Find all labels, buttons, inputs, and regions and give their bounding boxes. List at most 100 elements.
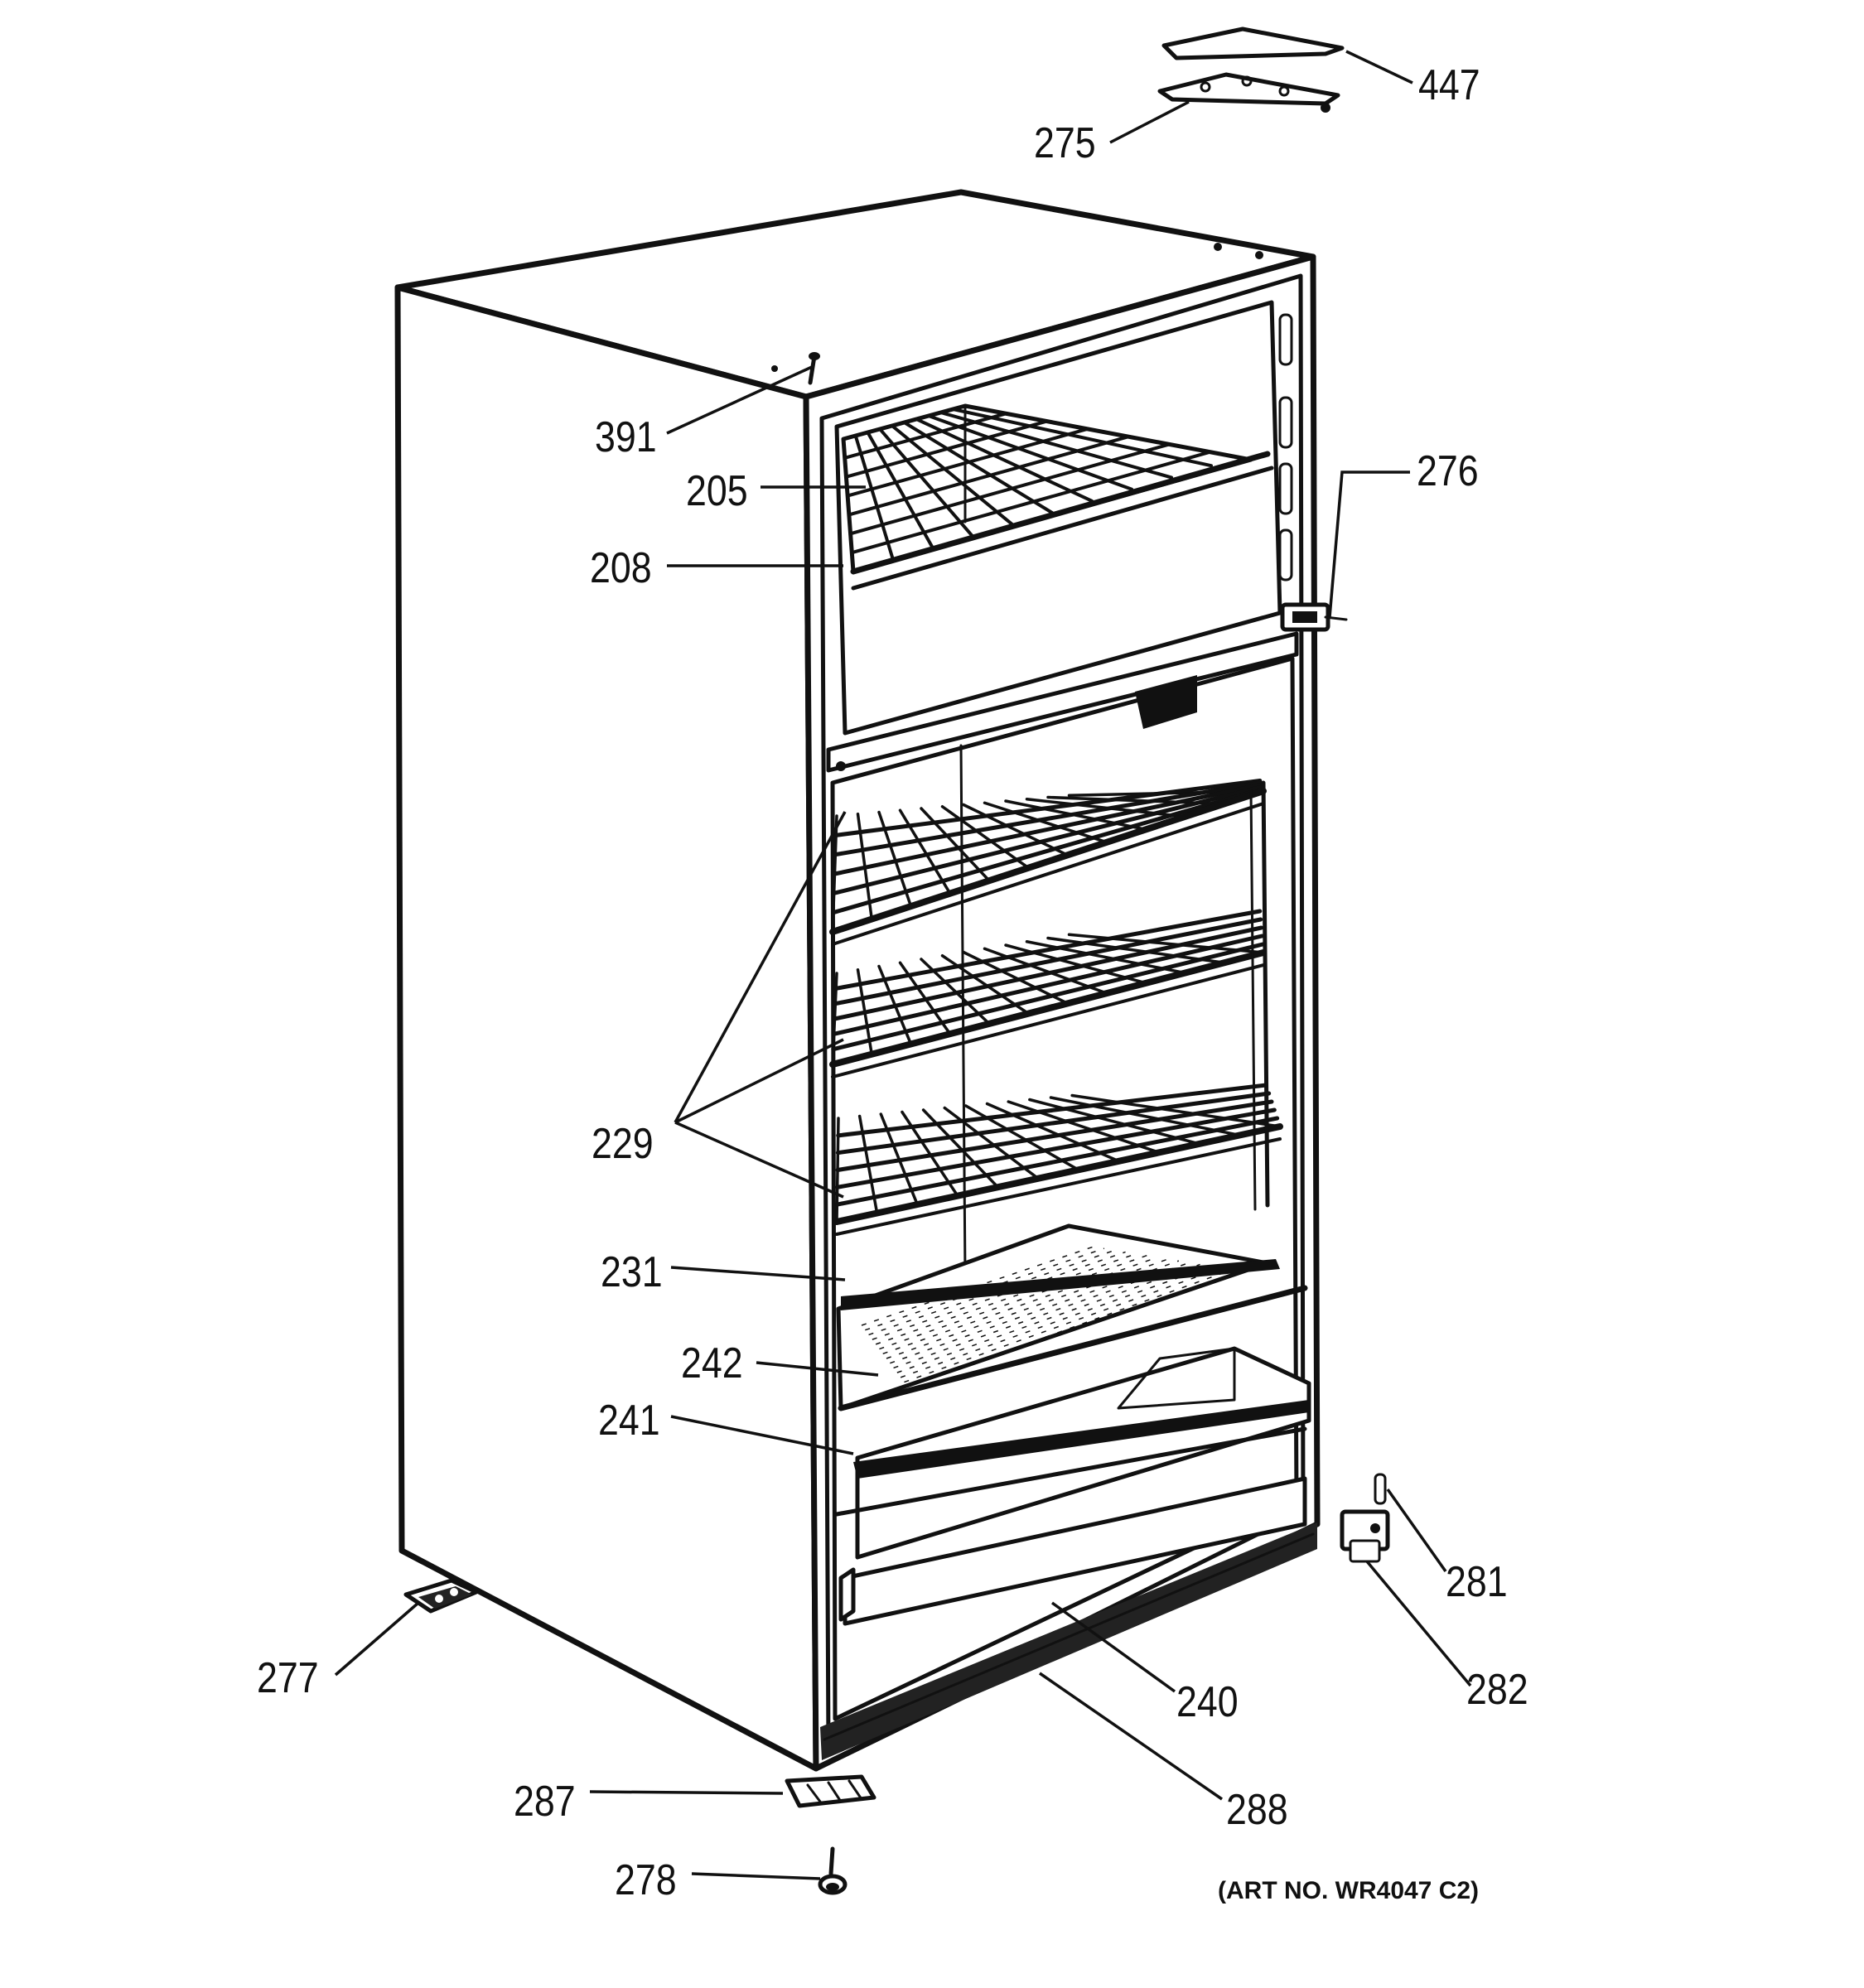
label-231: 231 — [601, 1248, 663, 1296]
center-hinge-276 — [1280, 602, 1348, 632]
fresh-food-shelves — [829, 779, 1283, 1236]
shelf-wire — [915, 417, 1094, 503]
shelf-wire — [847, 435, 1131, 517]
label-276: 276 — [1417, 447, 1479, 495]
leveling-leg-278 — [818, 1846, 847, 1895]
cover-texture-line — [872, 1251, 1126, 1340]
cabinet-side — [394, 284, 819, 1772]
art-number: (ART NO. WR4047 C2) — [1218, 1877, 1479, 1904]
shelf-wire — [833, 925, 1263, 1021]
shelf-wire — [836, 1083, 1268, 1138]
hinge-cover-447 — [1161, 27, 1345, 60]
freezer-shelf-bars — [843, 408, 1213, 562]
shelf-wire — [1007, 1100, 1161, 1155]
label-447: 447 — [1418, 61, 1480, 109]
shelf-wire — [829, 949, 1267, 1068]
cover-texture-line — [896, 1263, 1200, 1373]
top-hinge-275 — [1157, 72, 1340, 113]
meat-pan — [838, 1476, 1307, 1626]
shelf-wire — [848, 442, 1171, 536]
label-275: 275 — [1034, 119, 1096, 167]
shelf-wire — [902, 421, 1054, 514]
shelf-wire — [940, 805, 1031, 870]
bracket-277 — [403, 1578, 479, 1614]
crisper-cover-rim — [841, 1259, 1280, 1310]
shelf-wire — [1028, 1098, 1201, 1146]
shelf-wire — [843, 412, 1008, 460]
shelf-wire — [939, 411, 1173, 480]
screw-391 — [808, 352, 820, 385]
label-287: 287 — [514, 1778, 576, 1826]
label-240: 240 — [1176, 1678, 1239, 1726]
shelf-wire — [850, 450, 1212, 555]
crisper-cover — [836, 1223, 1308, 1411]
shelf-wire — [890, 424, 1014, 527]
shelf-wire — [1067, 933, 1265, 954]
shelf-wire — [831, 787, 1265, 915]
freezer-opening — [834, 300, 1282, 736]
shelf-wire — [832, 934, 1264, 1036]
leader-lines — [334, 50, 1472, 1880]
shelf-wire — [832, 784, 1264, 895]
callout-labels: 447 275 391 205 276 208 229 231 242 241 … — [257, 61, 1528, 1904]
shelf-wire — [951, 408, 1213, 468]
label-205: 205 — [686, 467, 748, 515]
label-277: 277 — [257, 1654, 319, 1702]
cover-texture-line — [875, 1252, 1137, 1345]
base-grille — [820, 1522, 1317, 1760]
freezer-duct — [1135, 675, 1197, 729]
cover-texture-line — [907, 1269, 1233, 1387]
cover-texture-line — [904, 1267, 1222, 1383]
shelf-wire — [829, 788, 1267, 935]
shelf-wire — [962, 803, 1070, 857]
label-241: 241 — [598, 1397, 660, 1445]
cover-texture-line — [900, 1265, 1211, 1378]
shelf-wire — [926, 414, 1133, 491]
label-278: 278 — [615, 1856, 677, 1904]
shelf-wire — [833, 780, 1263, 857]
shelf-wire — [920, 807, 991, 882]
hinge-pin-281 — [1374, 1473, 1387, 1505]
shelf-wire — [833, 1123, 1283, 1225]
cover-texture-line — [868, 1249, 1115, 1336]
shelf-wire — [1049, 1096, 1242, 1137]
shelf-wire — [835, 1099, 1274, 1172]
shelf-wire — [835, 1091, 1272, 1156]
bottom-hinge-282 — [1340, 1509, 1390, 1563]
shelf-wire — [833, 779, 1263, 837]
shelf-wire — [835, 1137, 1282, 1236]
shelf-wire — [833, 917, 1263, 1006]
label-242: 242 — [681, 1339, 743, 1387]
label-288: 288 — [1226, 1786, 1288, 1834]
shelf-wire — [866, 431, 934, 550]
cover-texture-line — [865, 1247, 1105, 1331]
shelf-wire — [831, 963, 1265, 1078]
shelf-wire — [835, 1107, 1277, 1189]
label-281: 281 — [1446, 1558, 1508, 1606]
shelf-wire — [846, 427, 1089, 498]
shelf-wire — [1046, 936, 1226, 965]
mullion — [826, 631, 1299, 773]
shelf-wire — [983, 801, 1108, 844]
cover-texture-line — [886, 1258, 1169, 1359]
shelf-wire — [833, 909, 1263, 991]
label-208: 208 — [590, 544, 652, 592]
shelf-wire — [831, 942, 1265, 1052]
freezer-side-vents — [1278, 313, 1293, 581]
label-391: 391 — [595, 413, 657, 461]
shelf-wire — [833, 783, 1263, 876]
shelf-wire — [1070, 1093, 1282, 1128]
shelf-wire — [853, 434, 895, 562]
shelf-wire — [831, 802, 1265, 946]
label-229: 229 — [592, 1120, 654, 1168]
crisper-drawer — [834, 1346, 1311, 1560]
shelf-wire — [878, 427, 974, 538]
shelf-wire — [834, 1116, 1280, 1207]
crisper-drawer-lip — [853, 1400, 1309, 1479]
shelf-wire — [844, 419, 1049, 479]
leveling-pad-287 — [785, 1774, 876, 1808]
freezer-shelf — [841, 403, 1274, 591]
shelf-rails — [959, 744, 1270, 1277]
label-282: 282 — [1466, 1666, 1528, 1714]
